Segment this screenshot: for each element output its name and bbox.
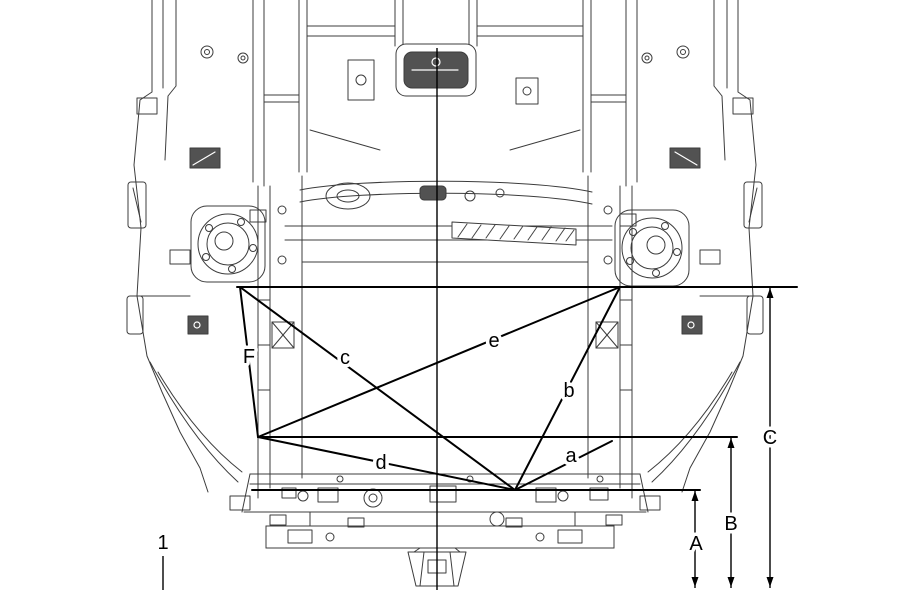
measurement-line-b [514,286,621,491]
tow-bracket [407,547,467,587]
dimension-arrow-B [727,437,735,588]
vehicle-drawing [126,0,764,587]
measurement-line-F [239,286,259,438]
label-span-b: b [563,380,574,402]
wheel-arches [149,361,741,511]
measurement-line-e [257,286,621,438]
label-dimension-C: C [763,427,777,449]
right-strut-tower [614,147,703,335]
label-callout-1: 1 [157,532,168,554]
center-tunnel [306,0,584,151]
label-span-e: e [488,330,499,352]
measurement-line-d [257,436,516,491]
left-body-outline [126,0,249,493]
measurement-overlay: F c e b a d A B C 1 [154,48,798,590]
left-strut-tower [187,147,267,335]
label-span-d: d [375,452,386,474]
label-span-a: a [565,445,577,467]
firewall [299,180,593,210]
dimension-arrow-A [691,490,699,588]
label-dimension-B: B [724,513,737,535]
dimension-arrow-C [766,287,774,588]
right-body-outline [641,0,764,493]
left-frame-rail [252,0,308,499]
label-span-c: c [340,347,350,369]
bumper-beam [265,514,623,549]
radiator-support [241,473,649,527]
measurement-line-a [514,440,613,491]
upper-crossmember [284,221,613,246]
label-dimension-A: A [689,533,703,555]
right-frame-rail [582,0,638,499]
label-point-F: F [243,346,255,368]
